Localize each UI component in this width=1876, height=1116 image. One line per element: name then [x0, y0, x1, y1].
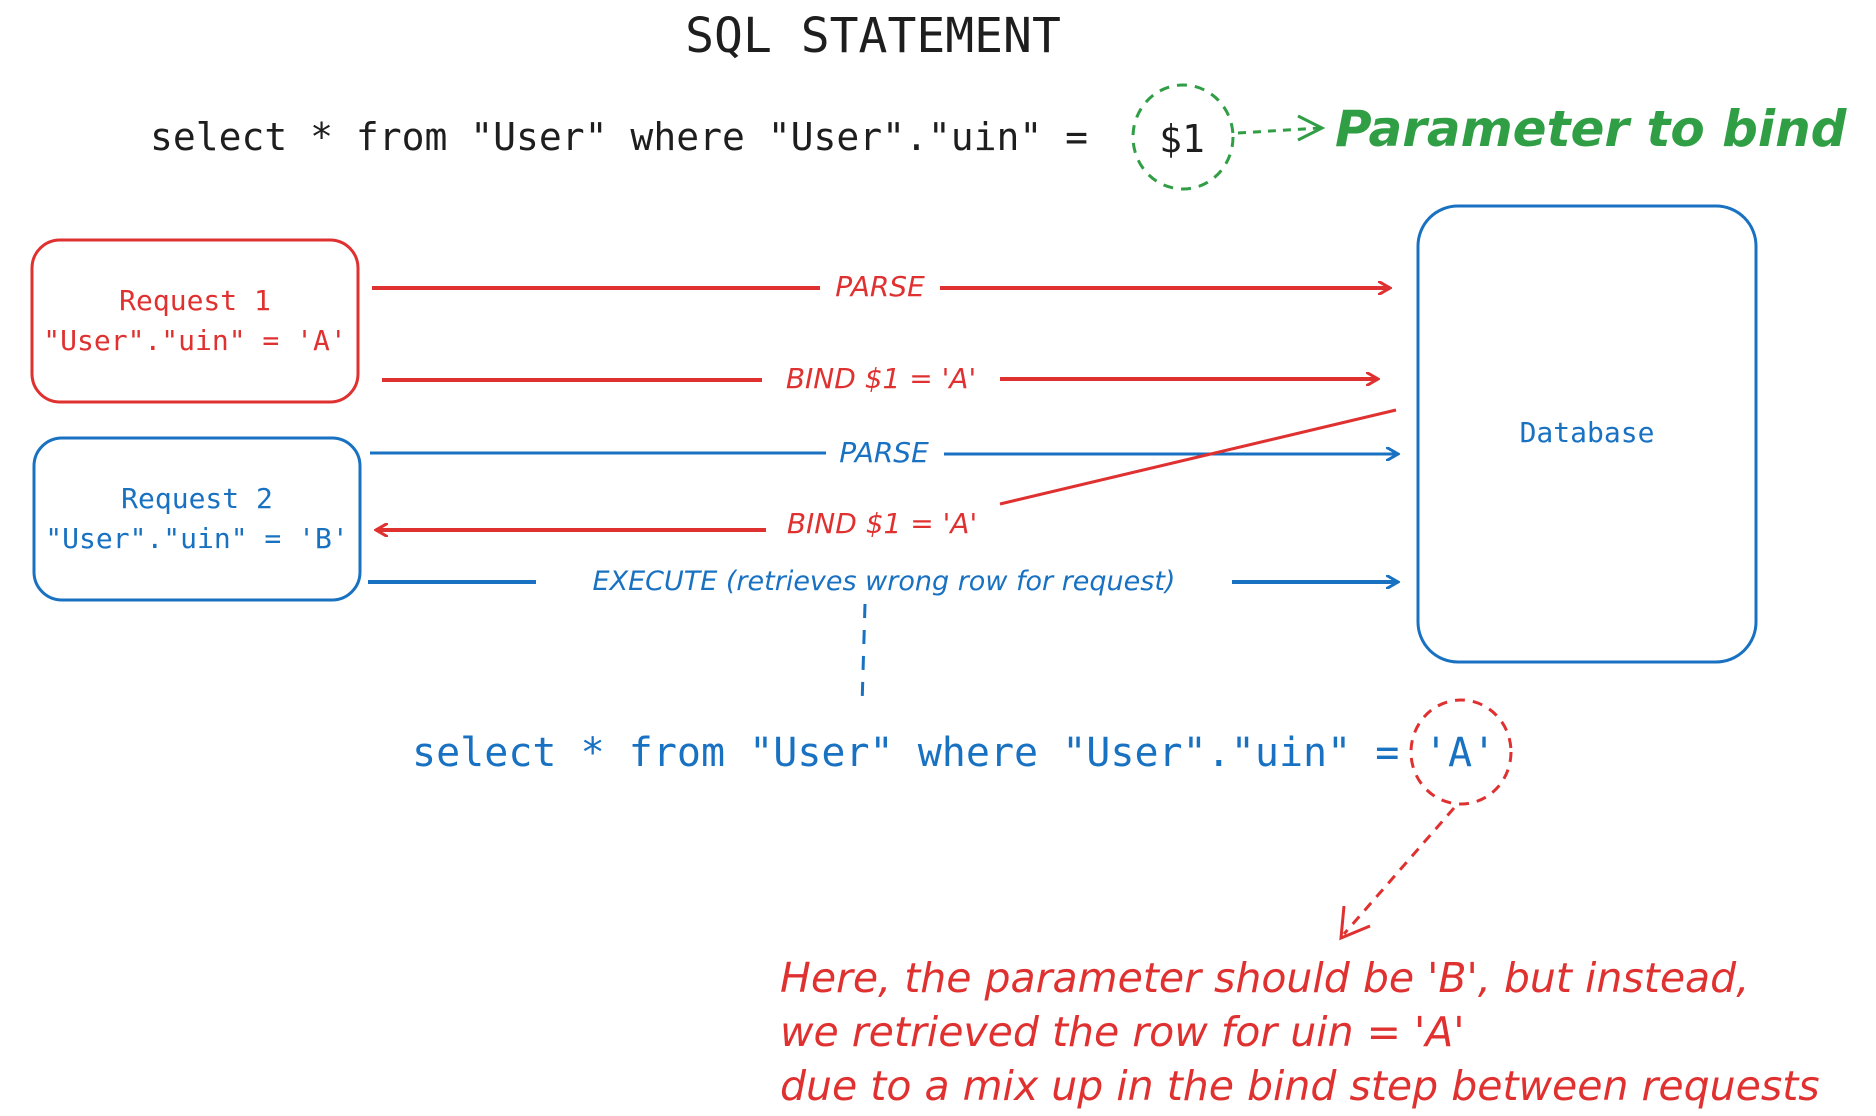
- note-line-1: Here, the parameter should be 'B', but i…: [780, 954, 1749, 1002]
- request-2-box: [32, 436, 362, 602]
- note-pointer-arrow: [1342, 807, 1456, 935]
- bind-2-arrow-diagonal: [999, 408, 1397, 506]
- sql-result-param: 'A': [1424, 730, 1496, 776]
- parse-1-label: PARSE: [835, 270, 925, 303]
- bind-1-label: BIND $1 = 'A': [786, 362, 976, 395]
- parse-2-label: PARSE: [839, 436, 929, 469]
- note-line-2: we retrieved the row for uin = 'A': [780, 1008, 1465, 1056]
- database-label: Database: [1520, 416, 1655, 449]
- execute-label: EXECUTE (retrieves wrong row for request…: [593, 566, 1176, 597]
- request-2-title: Request 2: [121, 482, 273, 515]
- result-param-highlight-circle: [1409, 698, 1513, 806]
- sql-template-text: select * from "User" where "User"."uin" …: [150, 115, 1088, 159]
- param-callout-text: Parameter to bind: [1335, 100, 1848, 158]
- request-1-condition: "User"."uin" = 'A': [43, 324, 346, 357]
- note-pointer-arrowhead-icon: [1339, 905, 1371, 941]
- param-callout-arrowhead-icon: [1297, 114, 1326, 142]
- request-2-condition: "User"."uin" = 'B': [45, 522, 348, 555]
- diagram-title: SQL STATEMENT: [685, 8, 1061, 64]
- sql-result-text: select * from "User" where "User"."uin" …: [412, 730, 1399, 776]
- database-box: [1416, 204, 1758, 664]
- execute-to-sql-connector: [860, 603, 867, 707]
- request-1-title: Request 1: [119, 284, 271, 317]
- bind-2-label: BIND $1 = 'A': [787, 507, 977, 540]
- param-callout-arrow: [1237, 126, 1321, 135]
- note-line-3: due to a mix up in the bind step between…: [780, 1062, 1820, 1110]
- sql-template-param: $1: [1159, 117, 1205, 161]
- param-highlight-circle: [1131, 83, 1235, 191]
- request-1-box: [30, 238, 360, 404]
